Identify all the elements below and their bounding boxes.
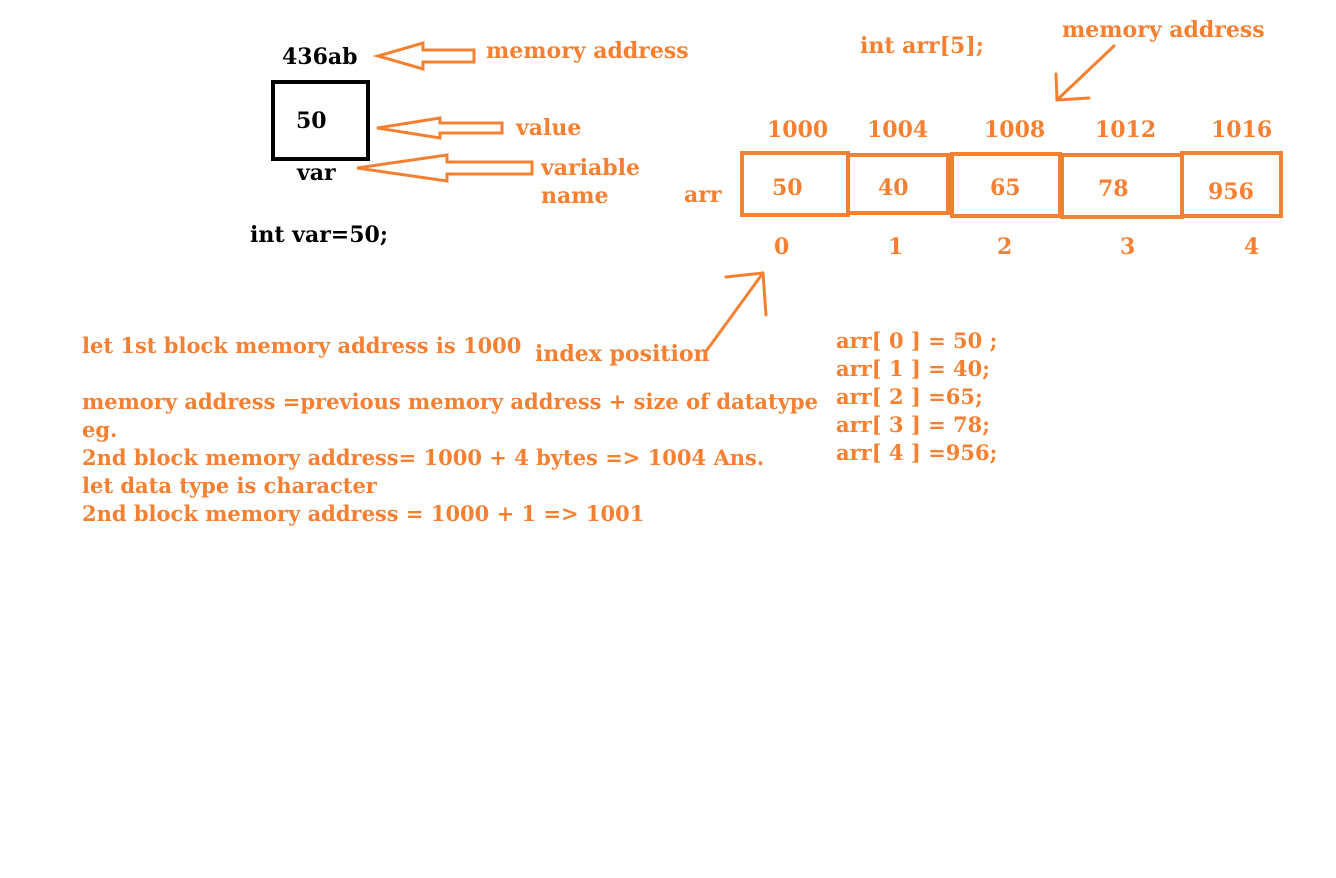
note-line: 2nd block memory address= 1000 + 4 bytes… (82, 445, 765, 470)
array-value-0: 50 (772, 175, 803, 201)
note-line: 2nd block memory address = 1000 + 1 => 1… (82, 501, 645, 526)
array-cell-4 (1180, 151, 1283, 218)
array-index-3: 3 (1120, 234, 1136, 260)
array-address-2: 1008 (984, 117, 1046, 143)
variable-name: var (297, 160, 336, 186)
array-value-1: 40 (878, 175, 909, 201)
array-address-1: 1004 (867, 117, 929, 143)
array-address-3: 1012 (1095, 117, 1157, 143)
note-line: memory address =previous memory address … (82, 389, 818, 414)
variable-address-label: memory address (486, 38, 689, 64)
variable-box (271, 80, 370, 161)
variable-declaration: int var=50; (250, 222, 388, 248)
value-arrow-icon (376, 116, 504, 140)
array-address-label: memory address (1062, 17, 1265, 43)
assignment-line: arr[ 2 ] =65; (836, 384, 983, 409)
array-index-0: 0 (774, 234, 790, 260)
variable-value-label: value (516, 115, 582, 141)
array-declaration: int arr[5]; (860, 33, 984, 59)
array-index-2: 2 (997, 234, 1013, 260)
name-arrow-icon (356, 153, 534, 183)
array-value-3: 78 (1098, 176, 1129, 202)
array-index-1: 1 (888, 234, 904, 260)
array-index-4: 4 (1244, 234, 1260, 260)
assignment-line: arr[ 1 ] = 40; (836, 356, 991, 381)
array-cells (740, 151, 1283, 219)
array-value-4: 956 (1208, 179, 1254, 205)
index-position-label: index position (535, 341, 710, 367)
array-name: arr (684, 182, 722, 208)
variable-name-label-line2: name (541, 183, 609, 209)
array-value-2: 65 (990, 175, 1021, 201)
assignment-line: arr[ 0 ] = 50 ; (836, 328, 998, 353)
array-address-4: 1016 (1211, 117, 1273, 143)
array-address-arrow-icon (1054, 44, 1116, 102)
array-address-0: 1000 (767, 117, 829, 143)
note-line: eg. (82, 417, 118, 442)
address-arrow-icon (372, 41, 476, 71)
variable-value: 50 (296, 108, 327, 134)
variable-address: 436ab (282, 44, 358, 70)
index-arrow-icon (705, 271, 768, 352)
array-cell-1 (846, 153, 950, 215)
assignment-line: arr[ 4 ] =956; (836, 440, 998, 465)
note-line: let data type is character (82, 473, 377, 498)
note-line: let 1st block memory address is 1000 (82, 333, 522, 358)
assignment-line: arr[ 3 ] = 78; (836, 412, 991, 437)
variable-name-label-line1: variable (541, 155, 640, 181)
